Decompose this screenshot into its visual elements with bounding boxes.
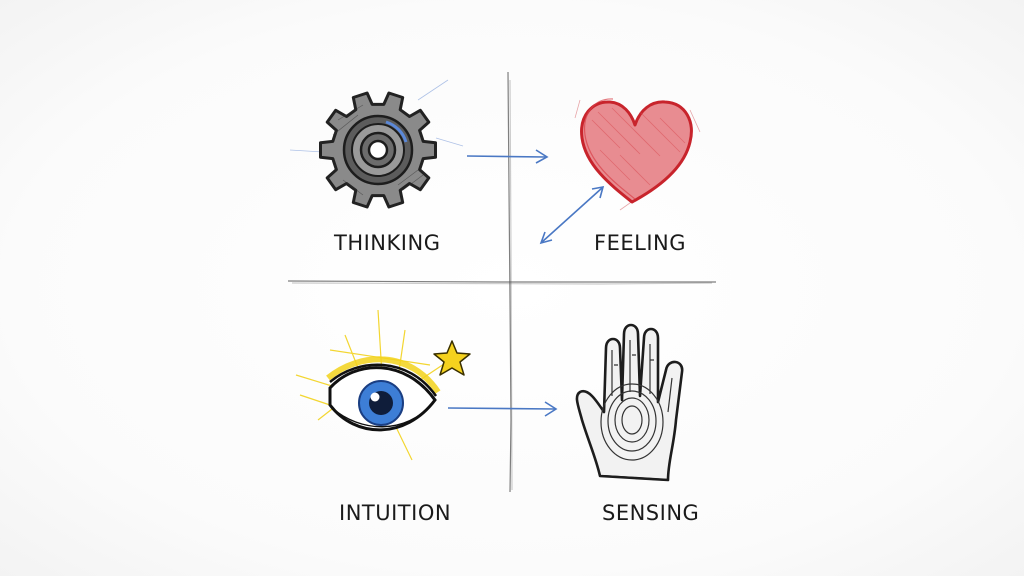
star-icon bbox=[433, 340, 471, 376]
hand-icon bbox=[575, 323, 684, 482]
label-feeling: FEELING bbox=[594, 231, 686, 255]
quadrant-divider-horizontal bbox=[287, 280, 716, 285]
label-thinking: THINKING bbox=[334, 231, 441, 255]
eye-icon bbox=[295, 309, 451, 461]
quadrant-divider-vertical bbox=[507, 71, 513, 493]
heart-icon bbox=[574, 98, 701, 211]
label-sensing: SENSING bbox=[602, 501, 700, 525]
label-intuition: INTUITION bbox=[339, 501, 452, 525]
arrow-thinking-to-feeling bbox=[466, 149, 549, 164]
arrow-feeling-diagonal bbox=[539, 185, 605, 245]
gear-icon bbox=[289, 79, 464, 209]
arrow-intuition-to-sensing bbox=[447, 401, 558, 417]
